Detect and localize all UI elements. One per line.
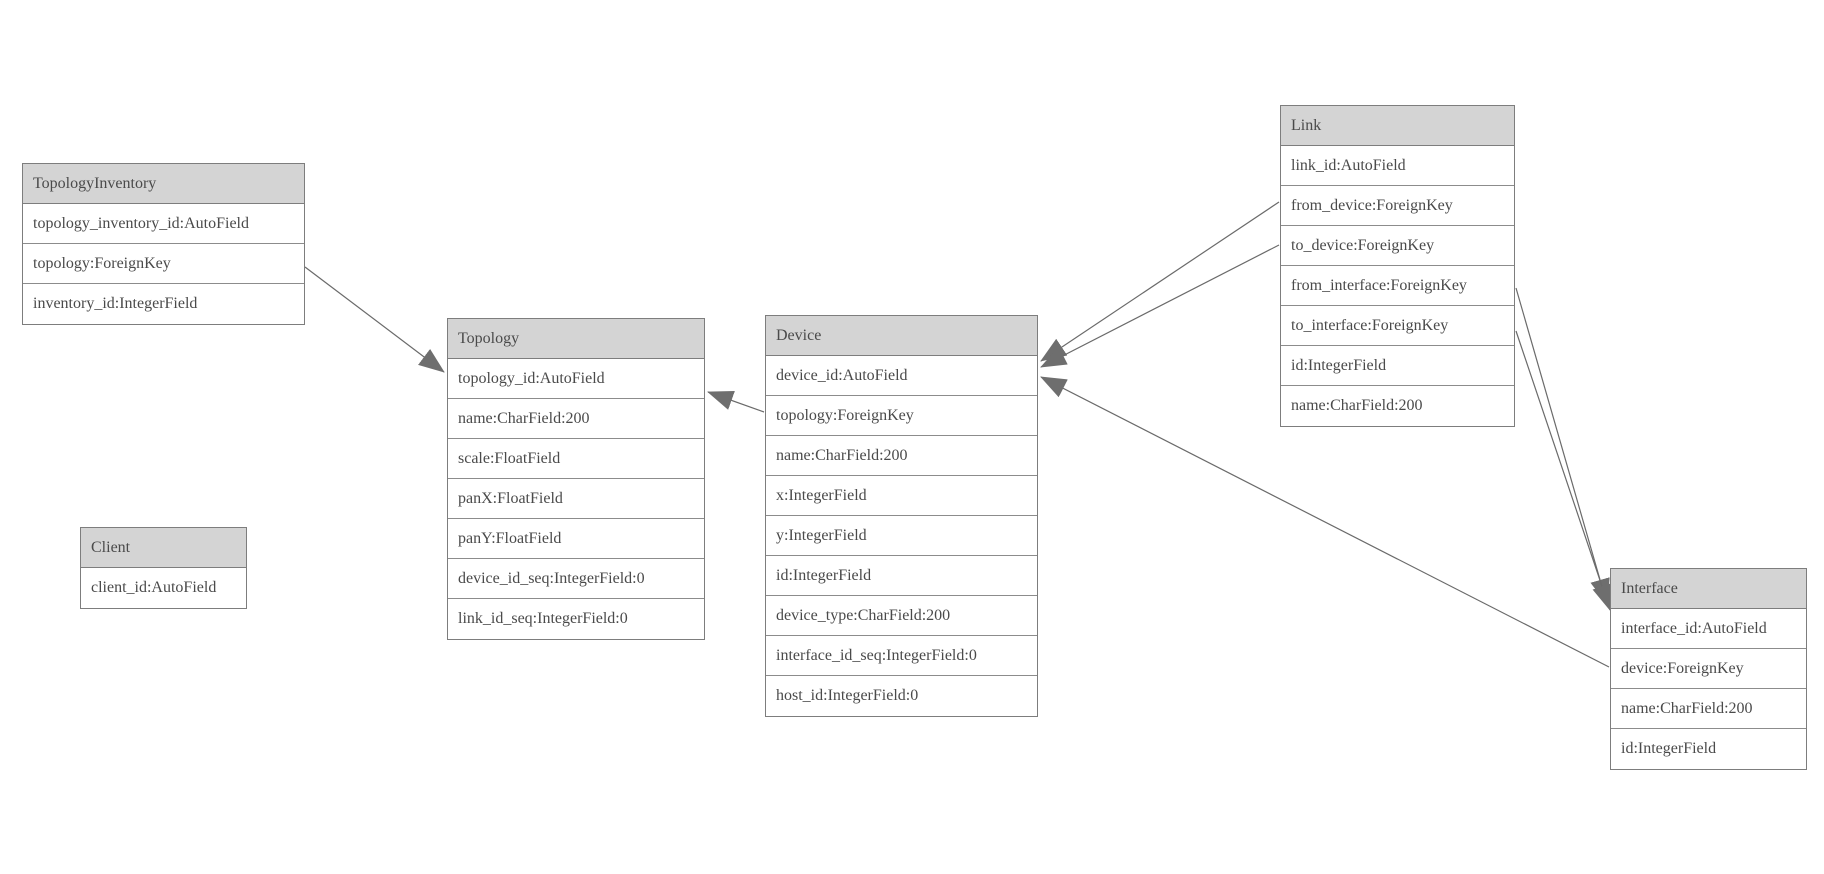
entity-field-row: inventory_id:IntegerField [23, 284, 304, 324]
connector-topologyinventory-topology-to-topology [304, 266, 445, 373]
entity-field-row: panX:FloatField [448, 479, 704, 519]
entity-field-row: to_interface:ForeignKey [1281, 306, 1514, 346]
connector-link-fromdevice-to-device [1040, 201, 1280, 362]
connector-device-topology-to-topology [707, 390, 765, 413]
entity-field-row: id:IntegerField [766, 556, 1037, 596]
connector-link-frominterface-to-interface [1515, 287, 1610, 605]
entity-field-row: interface_id:AutoField [1611, 609, 1806, 649]
entity-field-row: link_id:AutoField [1281, 146, 1514, 186]
entity-field-row: name:CharField:200 [1611, 689, 1806, 729]
entity-field-row: id:IntegerField [1281, 346, 1514, 386]
connector-link-todevice-to-device [1040, 244, 1280, 368]
entity-field-row: panY:FloatField [448, 519, 704, 559]
entity-field-row: from_interface:ForeignKey [1281, 266, 1514, 306]
entity-field-row: device_id_seq:IntegerField:0 [448, 559, 704, 599]
entity-field-row: link_id_seq:IntegerField:0 [448, 599, 704, 639]
entity-field-row: interface_id_seq:IntegerField:0 [766, 636, 1037, 676]
entity-title: Client [81, 528, 246, 568]
entity-field-row: topology_inventory_id:AutoField [23, 204, 304, 244]
entity-field-row: client_id:AutoField [81, 568, 246, 608]
entity-title: TopologyInventory [23, 164, 304, 204]
entity-field-row: to_device:ForeignKey [1281, 226, 1514, 266]
entity-field-row: x:IntegerField [766, 476, 1037, 516]
entity-field-row: name:CharField:200 [448, 399, 704, 439]
entity-field-row: scale:FloatField [448, 439, 704, 479]
entity-field-row: topology_id:AutoField [448, 359, 704, 399]
entity-field-row: name:CharField:200 [1281, 386, 1514, 426]
entity-title: Interface [1611, 569, 1806, 609]
entity-field-row: topology:ForeignKey [23, 244, 304, 284]
entity-field-row: device_type:CharField:200 [766, 596, 1037, 636]
entity-title: Link [1281, 106, 1514, 146]
entity-title: Topology [448, 319, 704, 359]
entity-field-row: device:ForeignKey [1611, 649, 1806, 689]
entity-field-row: y:IntegerField [766, 516, 1037, 556]
entity-field-row: host_id:IntegerField:0 [766, 676, 1037, 716]
entity-title: Device [766, 316, 1037, 356]
entity-field-row: id:IntegerField [1611, 729, 1806, 769]
entity-field-row: from_device:ForeignKey [1281, 186, 1514, 226]
entity-field-row: name:CharField:200 [766, 436, 1037, 476]
entity-field-row: device_id:AutoField [766, 356, 1037, 396]
entity-field-row: topology:ForeignKey [766, 396, 1037, 436]
connector-link-tointerface-to-interface [1515, 330, 1612, 611]
